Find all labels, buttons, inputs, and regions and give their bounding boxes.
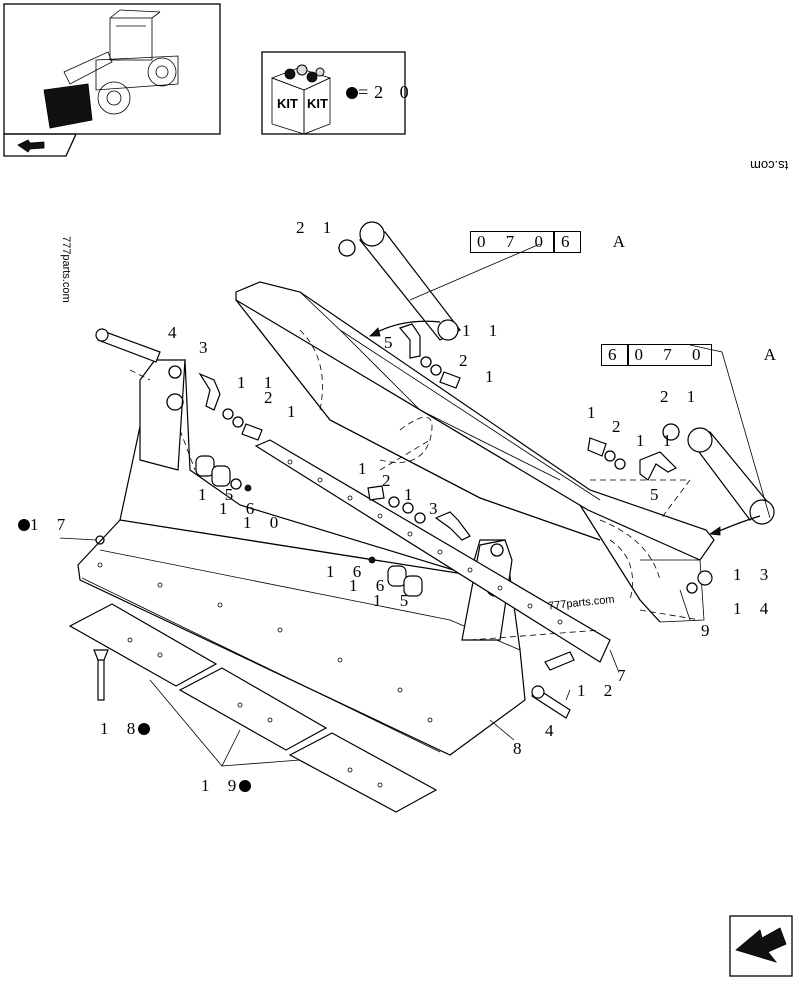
callout-11-right: 1 1 (636, 431, 679, 450)
ref-right-part1: 6 (601, 344, 628, 366)
hardware-top (398, 323, 461, 389)
callout-10: 1 0 (243, 513, 286, 532)
callout-16-mid: 1 6 (326, 562, 369, 581)
bucket-body (77, 358, 526, 756)
callout-4-bottom: 4 (545, 721, 561, 740)
callout-17-text: 1 7 (30, 515, 73, 534)
ref-right-suffix: A (763, 345, 785, 364)
hardware-bottom-pins (531, 651, 575, 719)
callout-4-left: 4 (168, 323, 184, 342)
callout-19-text: 1 9 (201, 776, 244, 795)
callout-2-right: 2 (612, 417, 628, 436)
ref-top-suffix: A (612, 232, 634, 251)
callout-21-top: 2 1 (296, 218, 339, 237)
callout-3-mid: 3 (429, 499, 445, 518)
hydraulic-cylinder-right (662, 423, 775, 525)
callout-1-mid2: 1 (404, 485, 420, 504)
callout-11-top: 1 1 (462, 321, 505, 340)
callout-18-dot-icon (138, 723, 151, 735)
callout-16-mid2: 1 6 (349, 576, 392, 595)
callout-1-left: 1 (287, 402, 303, 421)
callout-21-right: 2 1 (660, 387, 703, 406)
watermark-vertical: 777parts.com (60, 236, 72, 303)
callout-9: 9 (701, 621, 717, 640)
kit-quantity: =2 0 (346, 82, 415, 103)
cutting-edge-segments (68, 603, 438, 813)
callout-2-top: 2 (459, 351, 475, 370)
callout-16-left: 1 6 (219, 499, 262, 518)
callout-1-right: 1 (587, 403, 603, 422)
callout-14: 1 4 (733, 599, 776, 618)
callout-17: 1 7 (18, 516, 72, 534)
hardware-mid (367, 485, 471, 597)
assembly-guides (59, 243, 771, 741)
callout-3-left: 3 (199, 338, 215, 357)
callout-2-left: 2 (264, 388, 280, 407)
hardware-left (95, 328, 263, 492)
callout-19-dot-icon (239, 780, 252, 792)
kit-equation: =2 0 (358, 82, 415, 102)
ref-top-part2: 6 (554, 231, 581, 253)
bucket-back-beam (235, 281, 715, 623)
callout-5-top: 5 (384, 333, 400, 352)
callout-15-mid: 1 5 (373, 591, 416, 610)
callout-2-mid: 2 (382, 471, 398, 490)
callout-19: 1 9 (201, 776, 252, 795)
kit-box (261, 51, 406, 135)
kit-label-right: KIT (307, 96, 328, 111)
callout-7: 7 (617, 666, 633, 685)
next-page-arrow-box (729, 915, 793, 977)
callout-11-left: 1 1 (237, 373, 280, 392)
callout-1-mid: 1 (358, 459, 374, 478)
ref-right-part2: 0 7 0 (627, 344, 712, 366)
wear-strip (254, 439, 611, 663)
ref-top-part1: 0 7 0 (470, 231, 554, 253)
kit-dot-icon (346, 87, 358, 99)
callout-1-top: 1 (485, 367, 501, 386)
hydraulic-cylinder-top (338, 221, 461, 341)
watermark-mirrored: ts.com (750, 158, 789, 173)
callout-15-left: 1 5 (198, 485, 241, 504)
callout-12: 1 2 (577, 681, 620, 700)
kit-label-left: KIT (277, 96, 298, 111)
hardware-right (587, 437, 713, 594)
callout-18-text: 1 8 (100, 719, 143, 738)
callout-5-right: 5 (650, 485, 666, 504)
callout-18: 1 8 (100, 719, 151, 738)
loader-thumbnail (3, 3, 221, 157)
callout-13: 1 3 (733, 565, 776, 584)
callout-17-dot-icon (18, 519, 30, 531)
callout-8: 8 (513, 739, 529, 758)
